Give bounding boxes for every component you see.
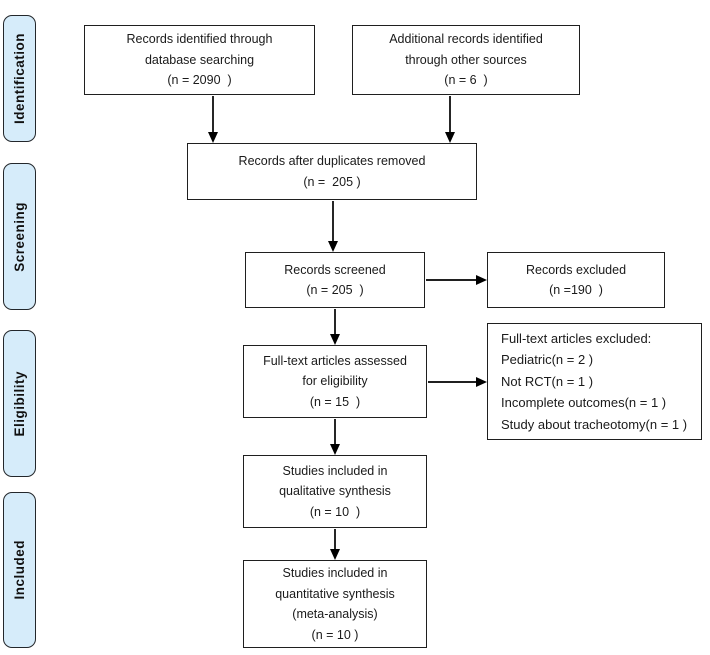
- box-fulltext-excluded-reason2: Not RCT(n = 1 ): [501, 373, 594, 389]
- stage-eligibility-label: Eligibility: [12, 370, 27, 437]
- stage-included-label: Included: [12, 540, 27, 600]
- box-records-screened-line1: Records screened: [284, 262, 386, 277]
- box-records-screened: Records screened (n = 205 ): [245, 252, 425, 308]
- box-additional-records-count: (n = 6 ): [444, 73, 488, 88]
- arrow-identified-to-duplicates: [208, 96, 218, 143]
- box-records-identified-line1: Records identified through: [126, 32, 273, 47]
- box-records-identified-count: (n = 2090 ): [167, 73, 232, 88]
- box-records-identified-line2: database searching: [144, 52, 255, 67]
- box-fulltext-assessed-line1: Full-text articles assessed: [263, 353, 407, 368]
- arrow-fulltext-to-qualitative: [330, 419, 340, 455]
- box-records-excluded: Records excluded (n =190 ): [487, 252, 665, 308]
- arrow-qualitative-to-quantitative: [330, 529, 340, 560]
- arrow-fulltext-to-fulltext-excluded: [428, 377, 487, 387]
- box-records-excluded-count: (n =190 ): [549, 283, 603, 297]
- box-quantitative-synthesis: Studies included in quantitative synthes…: [243, 560, 427, 648]
- box-records-excluded-line1: Records excluded: [525, 262, 627, 277]
- box-fulltext-excluded-reason3: Incomplete outcomes(n = 1 ): [501, 395, 667, 411]
- box-quantitative-synthesis-line2: quantitative synthesis: [275, 586, 395, 601]
- box-quantitative-synthesis-line1: Studies included in: [282, 566, 388, 580]
- box-additional-records-line1: Additional records identified: [389, 32, 543, 47]
- arrow-additional-to-duplicates: [445, 96, 455, 143]
- box-duplicates-removed-count: (n = 205 ): [303, 174, 361, 189]
- box-quantitative-synthesis-count: (n = 10 ): [311, 627, 359, 642]
- arrow-screened-to-excluded: [426, 275, 487, 285]
- box-qualitative-synthesis-count: (n = 10 ): [309, 504, 361, 519]
- box-duplicates-removed-line1: Records after duplicates removed: [238, 154, 426, 168]
- stage-eligibility: Eligibility: [3, 330, 36, 477]
- box-fulltext-assessed-line2: for eligibility: [302, 374, 368, 389]
- box-duplicates-removed: Records after duplicates removed (n = 20…: [187, 143, 477, 200]
- box-fulltext-excluded-reason1: Pediatric(n = 2 ): [501, 352, 594, 368]
- box-qualitative-synthesis-line2: qualitative synthesis: [279, 484, 391, 499]
- box-fulltext-excluded-reason4: Study about tracheotomy(n = 1 ): [501, 416, 688, 432]
- arrow-duplicates-to-screened: [328, 201, 338, 252]
- stage-screening: Screening: [3, 163, 36, 310]
- stage-identification-label: Identification: [12, 33, 27, 124]
- box-fulltext-assessed: Full-text articles assessed for eligibil…: [243, 345, 427, 418]
- box-fulltext-excluded-header: Full-text articles excluded:: [501, 330, 652, 346]
- box-qualitative-synthesis: Studies included in qualitative synthesi…: [243, 455, 427, 528]
- arrow-screened-to-fulltext: [330, 309, 340, 345]
- stage-screening-label: Screening: [12, 201, 27, 272]
- box-quantitative-synthesis-line3: (meta-analysis): [292, 607, 378, 621]
- box-additional-records-line2: through other sources: [405, 52, 527, 67]
- box-fulltext-assessed-count: (n = 15 ): [309, 394, 361, 409]
- stage-included: Included: [3, 492, 36, 648]
- box-records-identified: Records identified through database sear…: [84, 25, 315, 95]
- stage-identification: Identification: [3, 15, 36, 142]
- box-records-screened-count: (n = 205 ): [306, 283, 364, 297]
- box-qualitative-synthesis-line1: Studies included in: [282, 463, 388, 478]
- box-additional-records: Additional records identified through ot…: [352, 25, 580, 95]
- box-fulltext-excluded: Full-text articles excluded: Pediatric(n…: [487, 323, 702, 440]
